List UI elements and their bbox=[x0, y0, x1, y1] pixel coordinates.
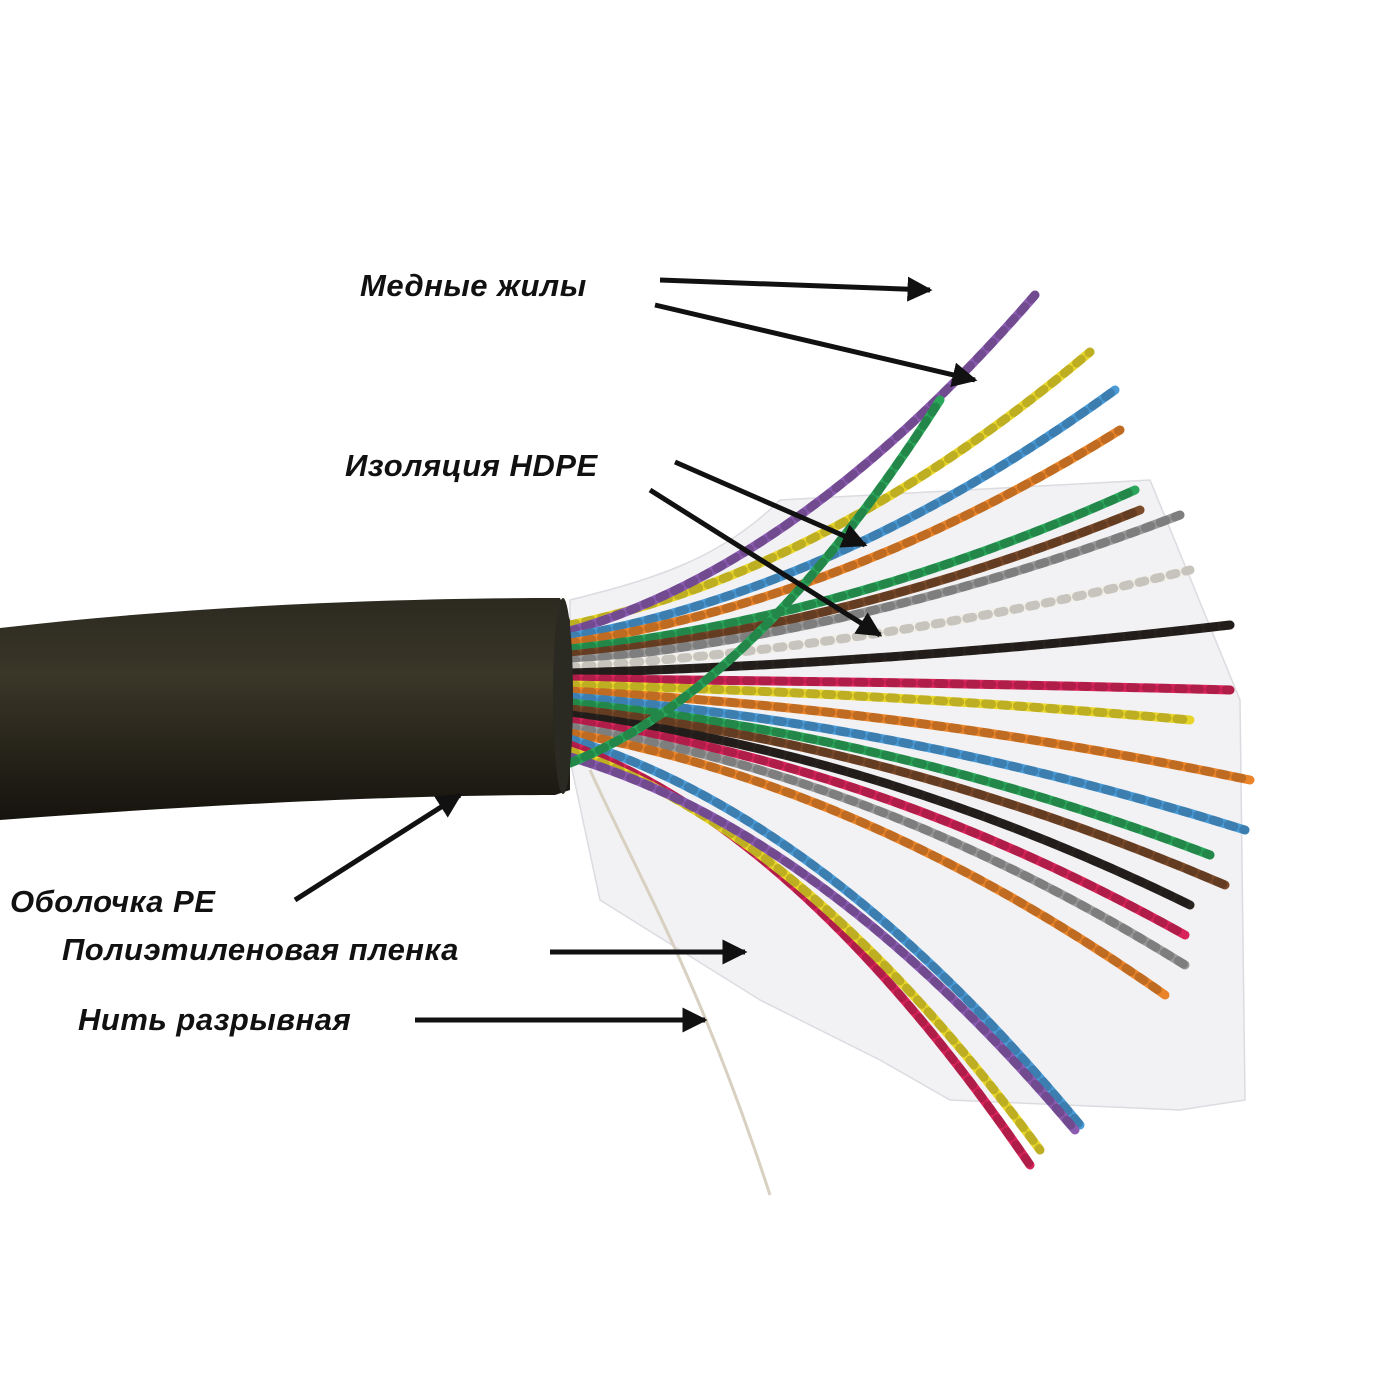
pointer-arrow bbox=[673, 459, 868, 548]
wire bbox=[565, 510, 1185, 666]
wire-twist bbox=[565, 734, 1085, 1130]
wire bbox=[565, 385, 1120, 642]
arrows bbox=[293, 276, 978, 1033]
wire bbox=[565, 680, 1195, 725]
wire bbox=[565, 425, 1125, 648]
wire bbox=[565, 710, 1195, 910]
wire-bundle bbox=[565, 290, 1255, 1170]
wire bbox=[565, 620, 1235, 678]
wire bbox=[565, 485, 1140, 654]
wire-twist bbox=[565, 680, 1195, 725]
cable-end bbox=[553, 598, 573, 794]
wire-twist bbox=[565, 620, 1235, 678]
wire-twist bbox=[565, 728, 1170, 1000]
wire-twist bbox=[565, 704, 1230, 890]
wire bbox=[565, 728, 1170, 1000]
pointer-arrow bbox=[293, 792, 463, 903]
pointer-arrow bbox=[648, 487, 883, 638]
pointer-arrow bbox=[659, 276, 933, 302]
wire bbox=[565, 395, 945, 768]
wire-twist bbox=[565, 752, 1080, 1135]
wire-twist bbox=[565, 710, 1195, 910]
wire-twist bbox=[565, 485, 1140, 654]
wire-twist bbox=[565, 505, 1145, 660]
label-polyethylene-film: Полиэтиленовая пленка bbox=[62, 932, 459, 967]
wire bbox=[565, 722, 1190, 970]
wire-twist bbox=[565, 686, 1255, 785]
label-copper-cores: Медные жилы bbox=[360, 268, 587, 303]
pointer-arrow bbox=[654, 302, 978, 388]
wire-twist bbox=[565, 674, 1235, 695]
label-hdpe-insulation: Изоляция HDPE bbox=[345, 448, 598, 483]
wire bbox=[565, 716, 1190, 940]
label-pe-sheath: Оболочка PE bbox=[10, 884, 216, 919]
wire-twist bbox=[565, 385, 1120, 642]
wire-twist bbox=[565, 425, 1125, 648]
wire-twist bbox=[565, 716, 1190, 940]
cable-sheath bbox=[0, 598, 570, 820]
label-ripcord: Нить разрывная bbox=[78, 1002, 352, 1037]
ripcord bbox=[588, 769, 772, 1196]
wire bbox=[565, 752, 1080, 1135]
wire-twist bbox=[565, 722, 1190, 970]
wire bbox=[565, 686, 1255, 785]
wire bbox=[565, 505, 1145, 660]
wire bbox=[565, 734, 1085, 1130]
wire-twist bbox=[565, 698, 1215, 860]
wire-twist bbox=[565, 510, 1185, 666]
wire-twist bbox=[565, 395, 945, 768]
wire bbox=[565, 674, 1235, 695]
wire bbox=[565, 704, 1230, 890]
